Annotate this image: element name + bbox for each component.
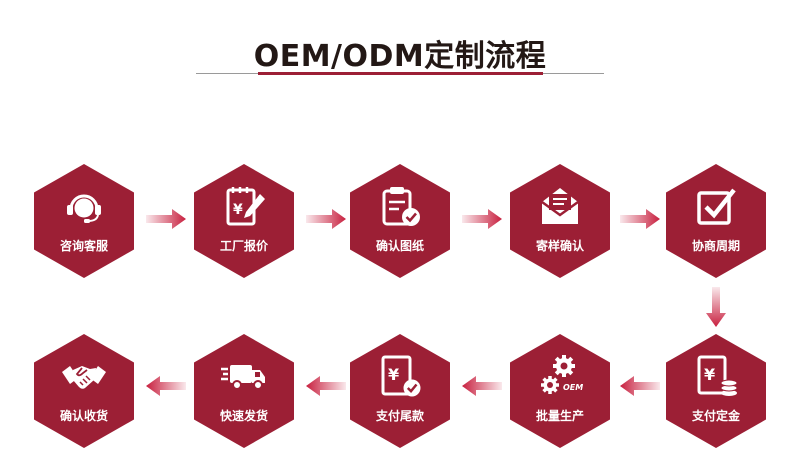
hexagon-background <box>34 334 134 448</box>
step-mass-production: OEM 批量生产 <box>508 332 612 450</box>
title-underline-accent <box>258 72 543 75</box>
flow-arrow-left <box>146 376 186 396</box>
flow-arrow-left <box>620 376 660 396</box>
svg-text:¥: ¥ <box>388 365 399 384</box>
checkbox-icon <box>697 188 736 225</box>
svg-text:¥: ¥ <box>704 365 715 384</box>
step-label: 协商周期 <box>691 239 740 253</box>
step-label: 工厂报价 <box>219 239 268 253</box>
handshake-icon <box>62 366 106 389</box>
step-sample-confirmation: 寄样确认 <box>508 162 612 280</box>
step-label: 快速发货 <box>219 409 268 423</box>
delivery-truck-icon <box>221 365 265 390</box>
svg-text:¥: ¥ <box>233 202 243 218</box>
flow-arrow-left <box>462 376 502 396</box>
flow-arrow-down <box>706 287 726 327</box>
step-negotiate-schedule: 协商周期 <box>664 162 768 280</box>
step-pay-deposit: ¥ 支付定金 <box>664 332 768 450</box>
step-fast-shipping: 快速发货 <box>192 332 296 450</box>
flow-arrow-right <box>620 209 660 229</box>
hexagon-background <box>666 334 766 448</box>
page-title: OEM/ODM定制流程 <box>253 39 547 74</box>
step-label: 确认图纸 <box>375 239 424 253</box>
step-label: 批量生产 <box>535 409 584 423</box>
headset-agent-icon <box>67 194 101 223</box>
step-label: 确认收货 <box>59 409 108 423</box>
oem-icon-text: OEM <box>563 383 583 392</box>
hexagon-background <box>666 164 766 278</box>
price-quote-pencil-icon: ¥ <box>226 187 265 226</box>
hexagon-background <box>350 164 450 278</box>
hexagon-background <box>510 334 610 448</box>
hexagon-background <box>194 164 294 278</box>
flow-arrow-right <box>462 209 502 229</box>
step-pay-balance: ¥ 支付尾款 <box>348 332 452 450</box>
flow-arrow-right <box>306 209 346 229</box>
hexagon-background <box>194 334 294 448</box>
step-label: 支付定金 <box>691 409 740 423</box>
clipboard-check-icon <box>382 187 420 226</box>
step-consult-service: 咨询客服 <box>32 162 136 280</box>
flow-arrow-right <box>146 209 186 229</box>
step-label: 支付尾款 <box>375 409 424 423</box>
hexagon-background <box>350 334 450 448</box>
step-confirm-receipt: 确认收货 <box>32 332 136 450</box>
flow-arrow-left <box>306 376 346 396</box>
yen-bill-check-icon: ¥ <box>381 355 421 397</box>
gears-oem-icon: OEM <box>541 355 583 394</box>
step-factory-quote: ¥ 工厂报价 <box>192 162 296 280</box>
step-confirm-drawings: 确认图纸 <box>348 162 452 280</box>
envelope-icon <box>541 188 579 224</box>
yen-bill-coins-icon: ¥ <box>697 355 738 396</box>
step-label: 寄样确认 <box>535 239 584 253</box>
step-label: 咨询客服 <box>59 239 108 253</box>
